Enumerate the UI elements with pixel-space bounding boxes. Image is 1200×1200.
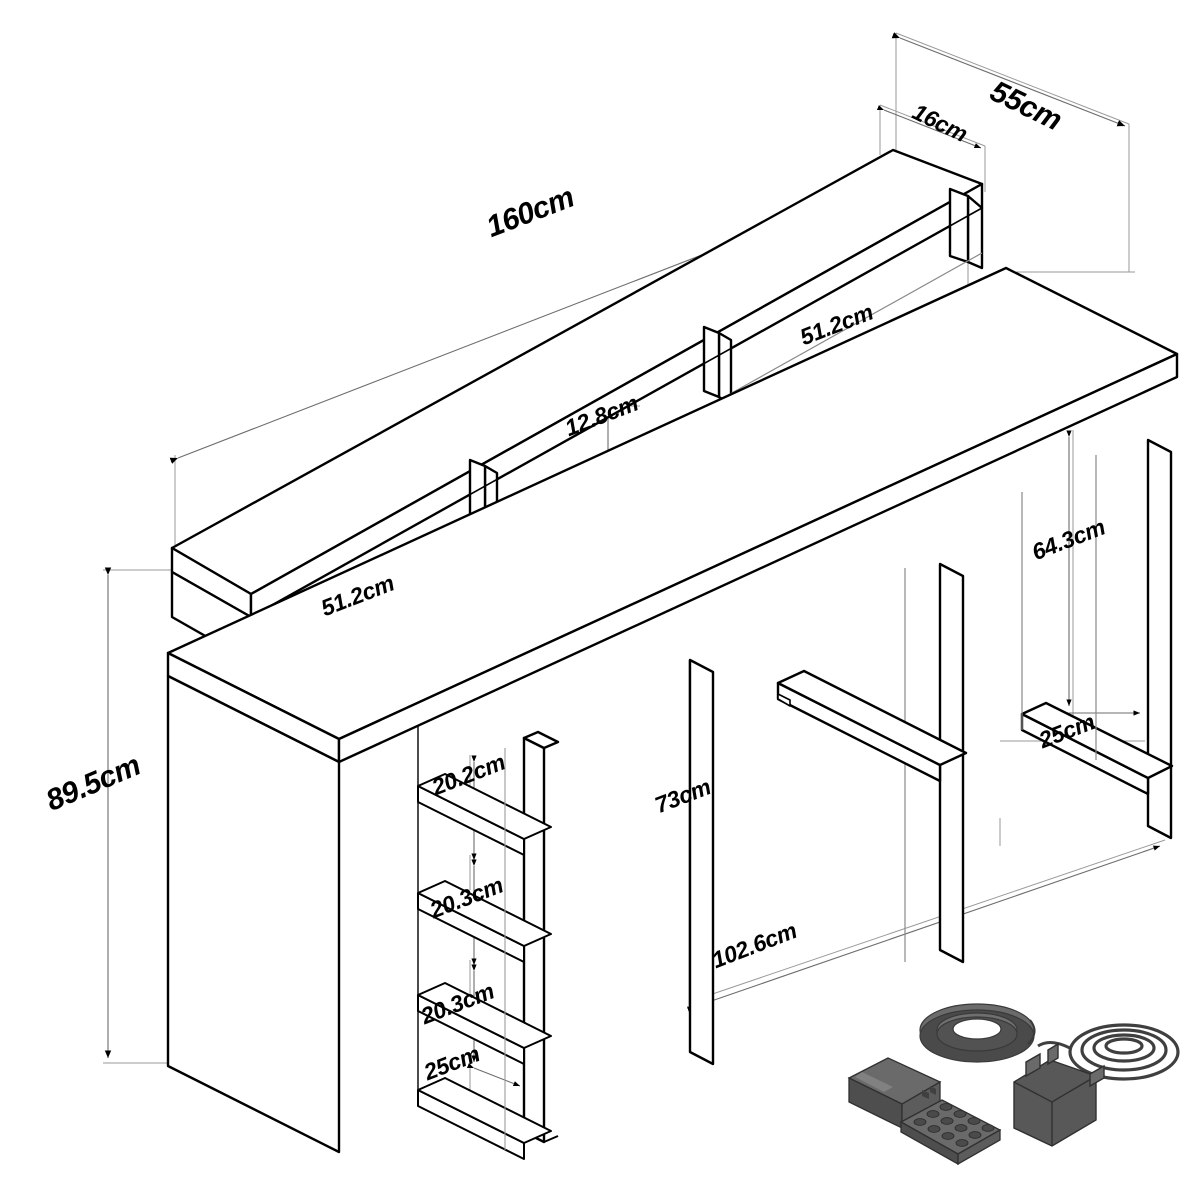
power-cable-coil (1037, 1023, 1180, 1081)
led-remote-control (899, 1099, 1002, 1166)
right-rear-leg (777, 693, 791, 707)
accessory-kit (847, 1003, 1180, 1166)
left-shelf-boards (417, 773, 552, 1160)
desk-body (166, 148, 1179, 1160)
desk-top-surface (166, 266, 1179, 764)
knee-space-back-panel (712, 568, 906, 1064)
power-adapter-plug (1013, 1042, 1105, 1147)
remote-button-grid (913, 1103, 995, 1147)
center-divider-panel (688, 658, 715, 1066)
right-bay-mid-shelf (776, 669, 968, 783)
right-side-panel (1146, 438, 1173, 840)
desk-lower-outlines (338, 762, 1172, 1152)
right-bay-back-panel (1021, 455, 1097, 760)
hutch-center-divider (702, 325, 733, 406)
left-shelf-back-panel (417, 725, 506, 1150)
led-strip-coil (919, 1003, 1036, 1063)
